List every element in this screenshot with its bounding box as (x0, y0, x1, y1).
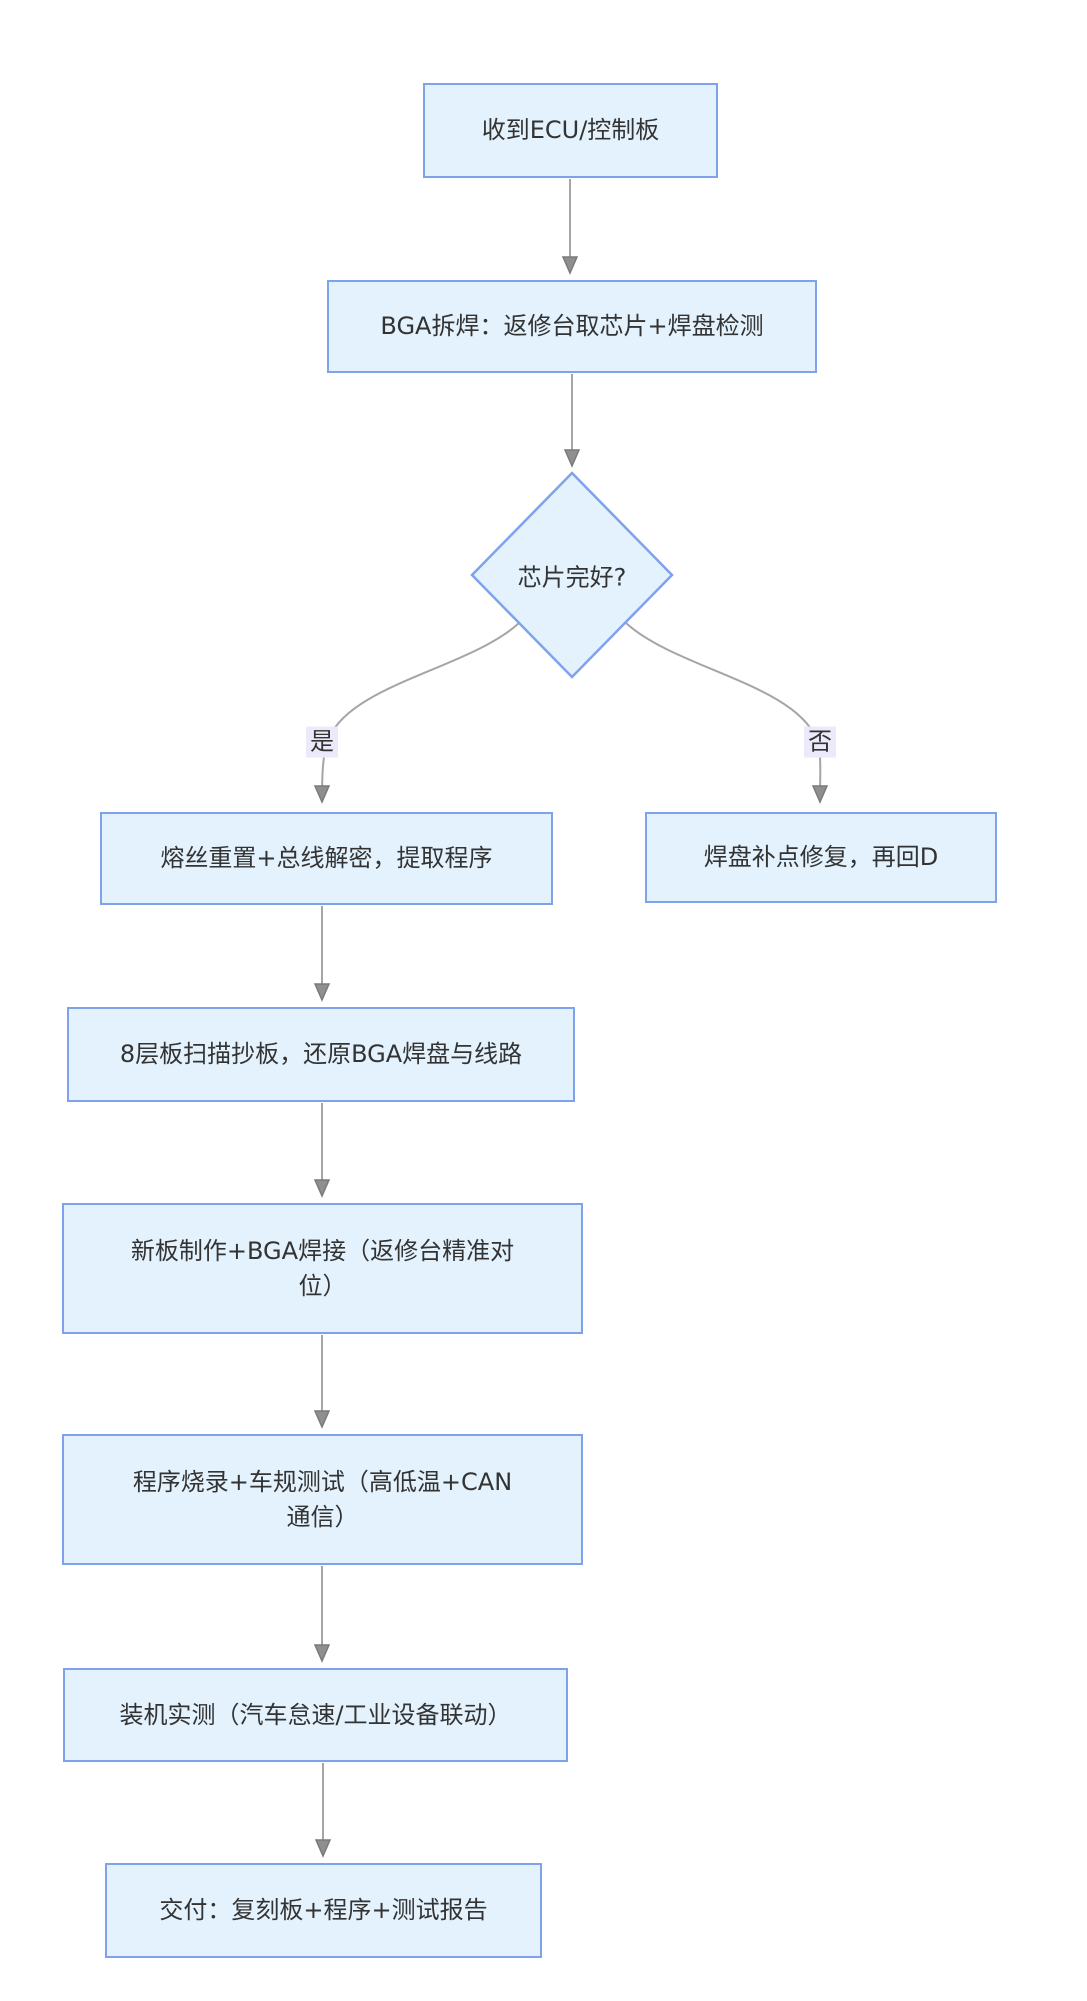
node-fuse-reset-extract-label: 熔丝重置+总线解密，提取程序 (160, 844, 493, 873)
node-bga-desolder-label: BGA拆焊：返修台取芯片+焊盘检测 (380, 312, 764, 341)
node-pad-repair: 焊盘补点修复，再回D (645, 812, 997, 903)
node-pad-repair-label: 焊盘补点修复，再回D (703, 843, 939, 872)
edge-label-yes: 是 (306, 726, 338, 758)
node-program-burn-test-label: 程序烧录+车规测试（高低温+CAN通信） (132, 1467, 513, 1531)
edge-c-e-no (625, 622, 829, 804)
decision-chip-intact-shape (470, 471, 674, 679)
node-bga-desolder: BGA拆焊：返修台取芯片+焊盘检测 (327, 280, 817, 373)
edge-c-d-yes (313, 622, 520, 804)
node-receive-ecu-label: 收到ECU/控制板 (481, 116, 660, 145)
node-board-scan-copy: 8层板扫描抄板，还原BGA焊盘与线路 (67, 1007, 575, 1102)
node-new-board-bga-solder: 新板制作+BGA焊接（返修台精准对位） (62, 1203, 583, 1334)
decision-chip-intact-label: 芯片完好? (517, 563, 627, 592)
node-fuse-reset-extract: 熔丝重置+总线解密，提取程序 (100, 812, 553, 905)
node-delivery: 交付：复刻板+程序+测试报告 (105, 1863, 542, 1958)
node-delivery-label: 交付：复刻板+程序+测试报告 (159, 1896, 488, 1925)
node-receive-ecu: 收到ECU/控制板 (423, 83, 718, 178)
node-board-scan-copy-label: 8层板扫描抄板，还原BGA焊盘与线路 (119, 1040, 523, 1069)
node-new-board-bga-solder-label: 新板制作+BGA焊接（返修台精准对位） (130, 1236, 515, 1300)
edge-label-no: 否 (804, 726, 836, 758)
node-program-burn-test: 程序烧录+车规测试（高低温+CAN通信） (62, 1434, 583, 1565)
node-install-field-test: 装机实测（汽车怠速/工业设备联动） (63, 1668, 568, 1762)
node-install-field-test-label: 装机实测（汽车怠速/工业设备联动） (119, 1700, 512, 1729)
